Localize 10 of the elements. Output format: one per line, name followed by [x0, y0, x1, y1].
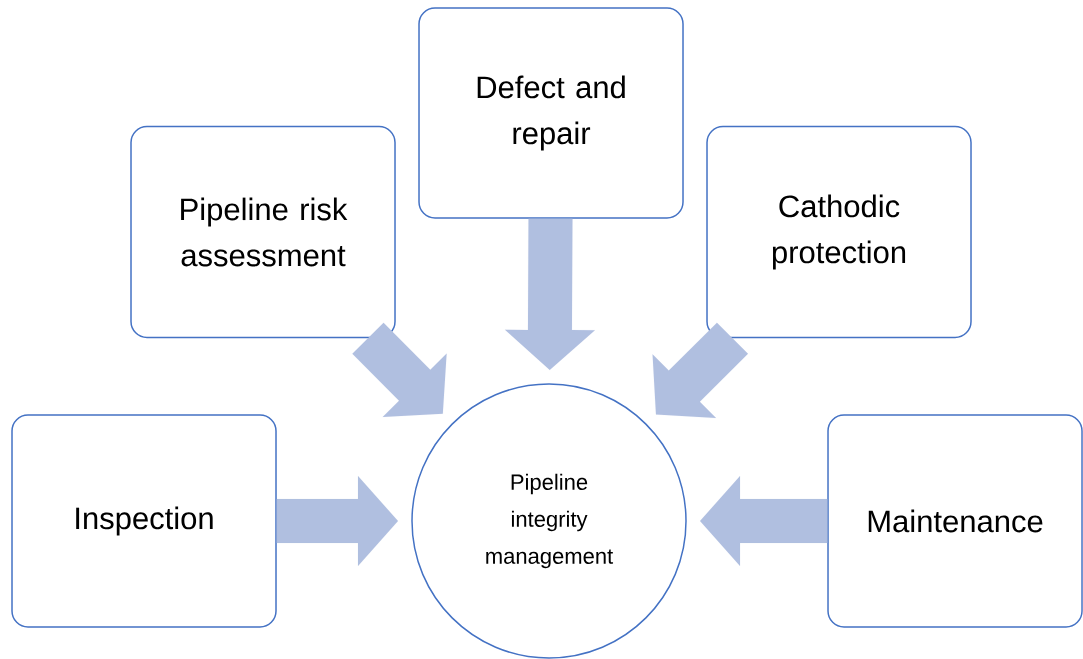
process-box: Maintenance — [827, 414, 1083, 628]
process-box: Defect and repair — [418, 7, 684, 219]
process-box: Inspection — [11, 414, 277, 628]
block-arrow — [699, 475, 828, 567]
process-box: Cathodic protection — [706, 125, 972, 339]
block-arrow — [352, 322, 447, 417]
block-arrow — [652, 322, 749, 419]
block-arrow — [276, 475, 399, 567]
process-box: Pipeline risk assessment — [130, 125, 396, 339]
block-arrow — [504, 218, 595, 371]
